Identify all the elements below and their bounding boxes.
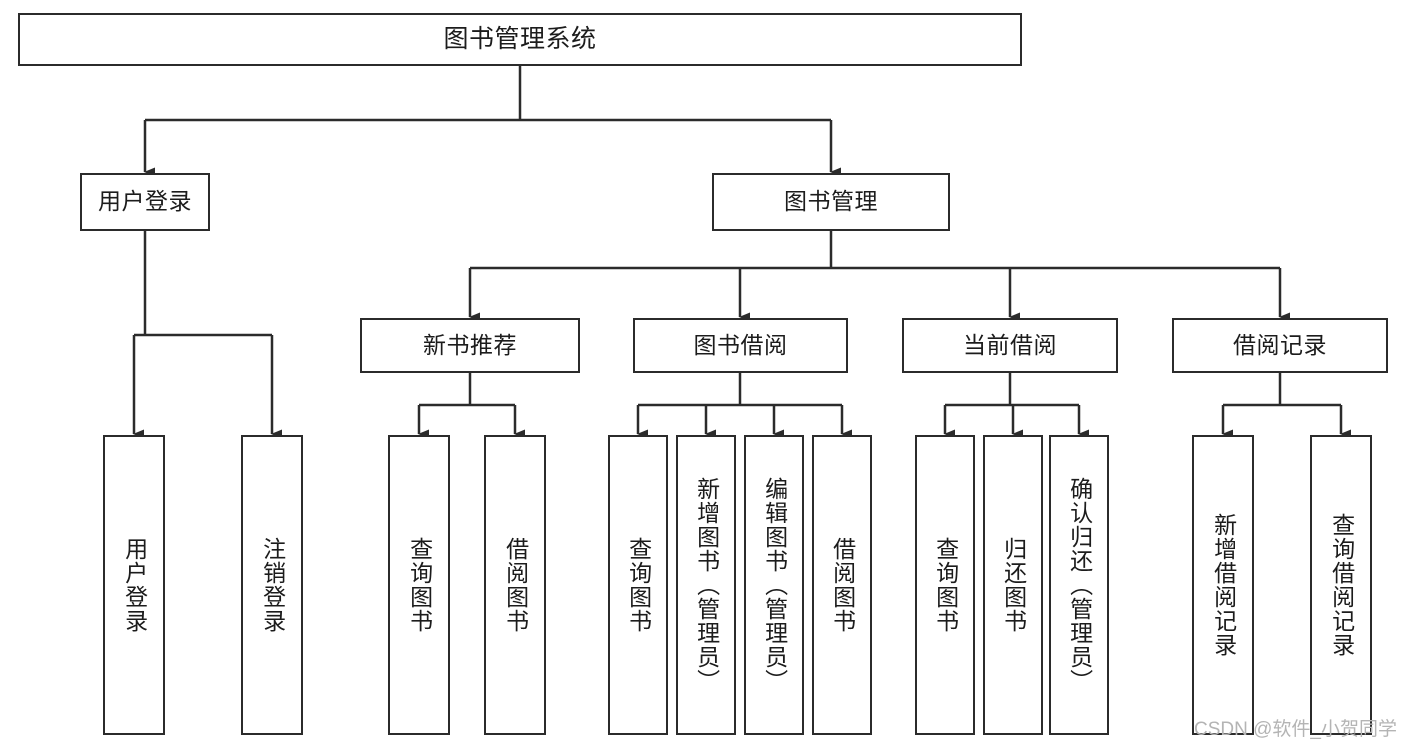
- leaf-node-box[interactable]: 新增借阅记录: [1192, 435, 1254, 735]
- leaf-node-label: 确认归还（管理员）: [1066, 477, 1093, 693]
- leaf-node-label: 查询图书: [625, 537, 652, 633]
- leaf-node-label: 查询图书: [406, 537, 433, 633]
- leaf-node-box[interactable]: 编辑图书（管理员）: [744, 435, 804, 735]
- leaf-node-label: 用户登录: [121, 537, 148, 633]
- level2-node-box[interactable]: 用户登录: [80, 173, 210, 231]
- leaf-node-label: 编辑图书（管理员）: [761, 477, 788, 693]
- level2-node-label: 用户登录: [98, 188, 192, 215]
- level3-node-label: 新书推荐: [423, 331, 517, 358]
- level3-node-box[interactable]: 当前借阅: [902, 318, 1118, 373]
- root-node-label: 图书管理系统: [443, 24, 597, 53]
- leaf-node-box[interactable]: 查询图书: [608, 435, 668, 735]
- leaf-node-box[interactable]: 注销登录: [241, 435, 303, 735]
- leaf-node-box[interactable]: 查询图书: [388, 435, 450, 735]
- level3-node-label: 借阅记录: [1233, 331, 1327, 358]
- leaf-node-box[interactable]: 新增图书（管理员）: [676, 435, 736, 735]
- leaf-node-label: 注销登录: [259, 537, 286, 633]
- leaf-node-label: 借阅图书: [502, 537, 529, 633]
- level3-node-label: 图书借阅: [693, 331, 788, 358]
- level3-node-box[interactable]: 新书推荐: [360, 318, 580, 373]
- leaf-node-label: 查询图书: [932, 537, 959, 633]
- level3-node-box[interactable]: 借阅记录: [1172, 318, 1388, 373]
- leaf-node-box[interactable]: 借阅图书: [812, 435, 872, 735]
- leaf-node-box[interactable]: 查询借阅记录: [1310, 435, 1372, 735]
- leaf-node-label: 新增借阅记录: [1210, 513, 1237, 657]
- leaf-node-box[interactable]: 归还图书: [983, 435, 1043, 735]
- level2-node-box[interactable]: 图书管理: [712, 173, 950, 231]
- leaf-node-box[interactable]: 借阅图书: [484, 435, 546, 735]
- level2-node-label: 图书管理: [784, 188, 878, 215]
- leaf-node-box[interactable]: 查询图书: [915, 435, 975, 735]
- leaf-node-label: 查询借阅记录: [1328, 513, 1355, 657]
- watermark-text: CSDN @软件_小贺同学: [1194, 719, 1397, 740]
- leaf-node-box[interactable]: 用户登录: [103, 435, 165, 735]
- leaf-node-label: 新增图书（管理员）: [693, 477, 720, 693]
- leaf-node-label: 借阅图书: [829, 537, 856, 633]
- leaf-node-label: 归还图书: [1000, 537, 1027, 633]
- level3-node-box[interactable]: 图书借阅: [633, 318, 848, 373]
- connector-group: [132, 66, 1351, 439]
- level3-node-label: 当前借阅: [963, 331, 1057, 358]
- leaf-node-box[interactable]: 确认归还（管理员）: [1049, 435, 1109, 735]
- root-node-box[interactable]: 图书管理系统: [18, 13, 1022, 66]
